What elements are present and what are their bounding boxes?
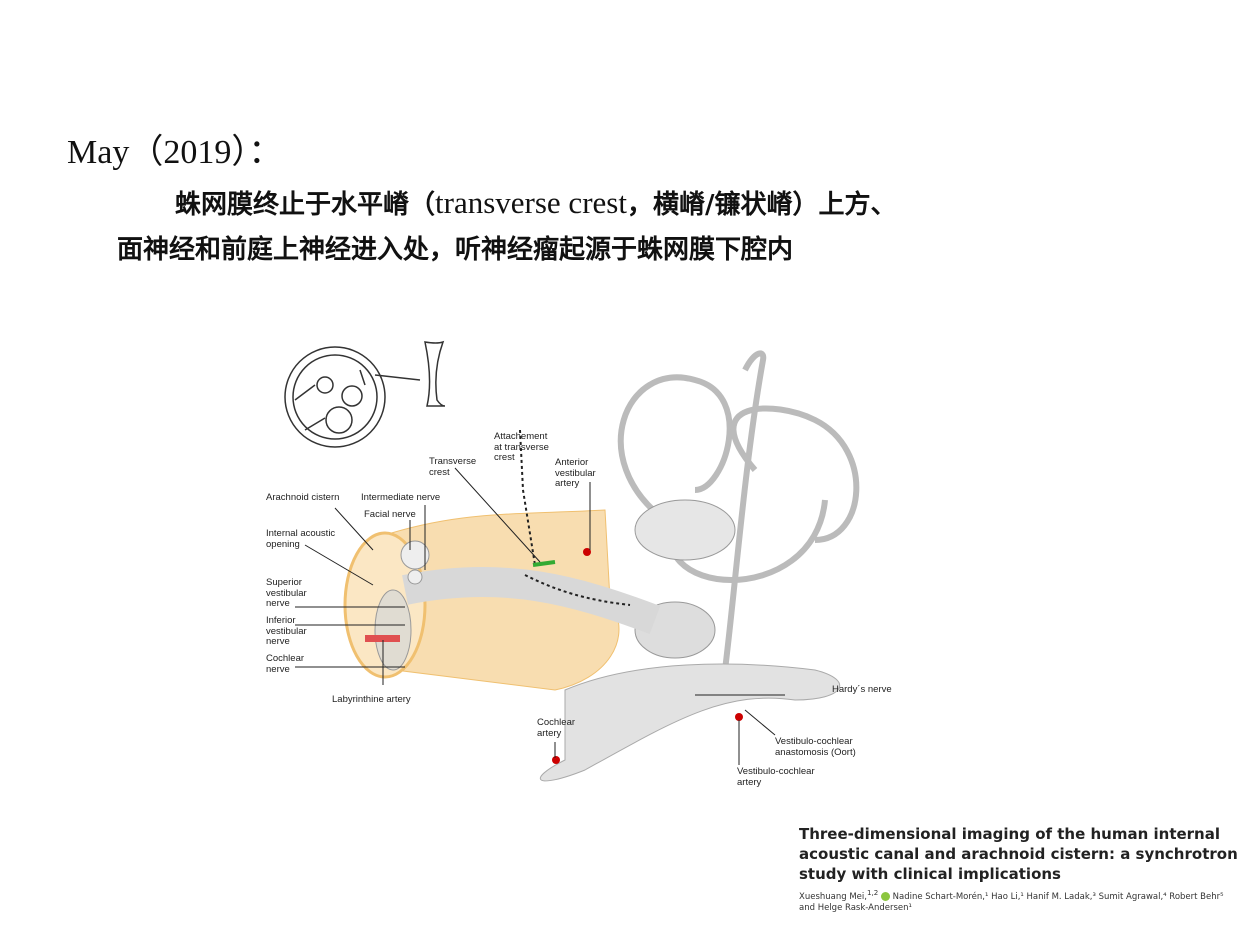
- facial-nerve-shape: [400, 540, 430, 570]
- label-attachment-transverse-crest: Attachement at transverse crest: [494, 431, 549, 463]
- label-anterior-vestibular-artery: Anterior vestibular artery: [555, 457, 596, 489]
- slide-title: May（2019）：: [67, 134, 283, 171]
- text-segment: ，横嵴/镰状嵴）上方、: [626, 190, 897, 220]
- leader-lines: [295, 467, 785, 765]
- canal-cross-section-icon: [284, 340, 446, 448]
- label-intermediate-nerve: Intermediate nerve: [361, 492, 441, 503]
- label-vestibulo-cochlear-anastomosis: Vestibulo-cochlear anastomosis (Oort): [775, 736, 856, 758]
- author-first: Xueshuang Mei,: [799, 891, 867, 902]
- intermediate-nerve-shape: [407, 569, 423, 585]
- arachnoid-cistern-shape: [369, 509, 620, 691]
- label-inferior-vestibular-nerve: Inferior vestibular nerve: [266, 615, 307, 647]
- labyrinthine-artery-shape: [365, 635, 400, 642]
- text-segment: 蛛网膜终止于水平嵴（: [175, 190, 436, 220]
- label-cochlear-nerve: Cochlear nerve: [266, 653, 305, 675]
- attachment-line: [519, 429, 536, 566]
- artery-dot: [583, 548, 591, 556]
- text-segment-english: transverse crest: [435, 185, 627, 220]
- label-vestibulo-cochlear-artery: Vestibulo-cochlear artery: [737, 766, 815, 788]
- authors-rest: Nadine Schart-Morén,¹ Hao Li,¹ Hanif M. …: [799, 891, 1224, 913]
- orcid-icon: [880, 891, 890, 901]
- vestibule-shape: [634, 499, 736, 561]
- artery-dot: [552, 756, 560, 764]
- label-cochlear-artery: Cochlear artery: [537, 717, 576, 739]
- label-transverse-crest: Transverse crest: [429, 456, 477, 478]
- label-arachnoid-cistern: Arachnoid cistern: [266, 492, 340, 503]
- label-internal-acoustic-opening: Internal acoustic opening: [266, 528, 336, 550]
- paper-title: Three-dimensional imaging of the human i…: [799, 825, 1238, 883]
- label-labyrinthine-artery: Labyrinthine artery: [332, 694, 411, 705]
- vestibular-nerve-shape: [402, 566, 661, 635]
- paper-authors: Xueshuang Mei,1,2 Nadine Schart-Morén,¹ …: [799, 887, 1239, 914]
- arachnoid-boundary-line: [524, 574, 631, 606]
- label-facial-nerve: Facial nerve: [364, 509, 416, 520]
- label-hardys-nerve: Hardy´s nerve: [832, 684, 892, 695]
- cochlea-shape: [540, 663, 840, 782]
- label-superior-vestibular-nerve: Superior vestibular nerve: [266, 577, 307, 609]
- anatomy-figure: Arachnoid cistern Internal acoustic open…: [255, 340, 895, 800]
- slide-text-line-1: 蛛网膜终止于水平嵴（transverse crest，横嵴/镰状嵴）上方、: [175, 184, 896, 221]
- paper-reference: Three-dimensional imaging of the human i…: [799, 824, 1239, 914]
- nerve-bundle-shape: [374, 589, 412, 671]
- artery-dot: [735, 713, 743, 721]
- inner-ear-illustration: [284, 340, 860, 782]
- transverse-crest-mark: [532, 560, 556, 567]
- slide-text-line-2: 面神经和前庭上神经进入处，听神经瘤起源于蛛网膜下腔内: [117, 235, 794, 265]
- author-affiliation: 1,2: [866, 888, 879, 897]
